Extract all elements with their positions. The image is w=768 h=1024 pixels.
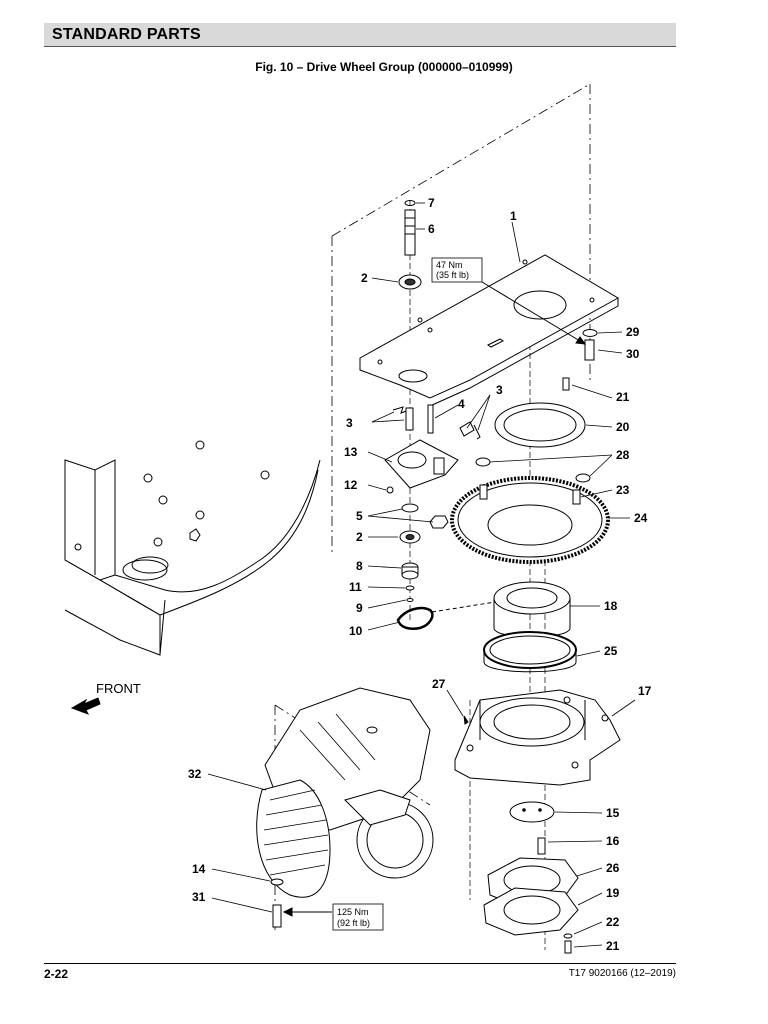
torque-box-lower	[332, 903, 384, 931]
leader-lines	[207, 202, 636, 948]
callout-8: 8	[356, 559, 363, 573]
part-21-screw-top	[562, 377, 570, 391]
part-1-mounting-plate	[359, 254, 620, 407]
callout-17: 17	[638, 684, 652, 698]
callout-16: 16	[606, 834, 620, 848]
torque-upper-line1: 47 Nm	[436, 260, 463, 270]
part-18-bearing	[493, 581, 571, 638]
callout-21-bottom: 21	[606, 939, 620, 953]
callout-2-top: 2	[361, 271, 368, 285]
part-3-4-springs	[392, 404, 481, 440]
part-25-seal-ring	[483, 631, 577, 673]
part-20-ring	[494, 402, 586, 448]
callout-3-left: 3	[346, 416, 353, 430]
callout-15: 15	[606, 806, 620, 820]
part-17-base-housing	[454, 689, 621, 786]
part-14-washer	[270, 878, 284, 886]
callout-14: 14	[192, 862, 206, 876]
callout-5: 5	[356, 509, 363, 523]
callout-30: 30	[626, 347, 640, 361]
part-24-gear-ring	[450, 476, 610, 564]
callout-21-top: 21	[616, 390, 630, 404]
part-16-screw	[537, 837, 546, 855]
part-13-housing	[384, 439, 459, 494]
callout-32: 32	[188, 767, 202, 781]
part-28-spacer-right	[575, 473, 591, 483]
part-5-cap	[401, 503, 449, 529]
chassis-frame	[64, 440, 321, 656]
footer-rule	[44, 963, 676, 964]
callout-22: 22	[606, 915, 620, 929]
callout-25: 25	[604, 644, 618, 658]
callout-12: 12	[344, 478, 358, 492]
callout-27: 27	[432, 677, 446, 691]
part-2-bearing-lower	[399, 530, 421, 544]
torque-lower-line2: (92 ft lb)	[337, 918, 370, 928]
part-32-drive-motor	[256, 687, 434, 898]
callout-13: 13	[344, 445, 358, 459]
callout-31: 31	[192, 890, 206, 904]
callout-28: 28	[616, 448, 630, 462]
torque-upper-line2: (35 ft lb)	[436, 270, 469, 280]
part-28-spacer-left	[475, 457, 491, 467]
callout-10: 10	[349, 624, 363, 638]
torque-arrows	[282, 281, 587, 917]
callout-18: 18	[604, 599, 618, 613]
part-21-screw-bottom	[564, 940, 572, 954]
callout-23: 23	[616, 483, 630, 497]
callout-29: 29	[626, 325, 640, 339]
callout-1: 1	[510, 209, 517, 223]
callout-numbers: 1 7 6 2 29 30 3 4 3 21 20 13 28 12 23 5 …	[188, 196, 652, 953]
part-15-disc	[509, 801, 555, 823]
section-title: STANDARD PARTS	[52, 26, 201, 43]
part-10-chain	[396, 601, 496, 630]
callout-19: 19	[606, 886, 620, 900]
part-22-washer	[563, 933, 573, 939]
callout-11: 11	[349, 580, 362, 594]
part-27-fitting	[463, 715, 469, 725]
part-6-shaft	[404, 200, 416, 256]
part-31-bolt	[272, 904, 282, 928]
torque-lower-line1: 125 Nm	[337, 907, 369, 917]
part-19-gasket	[483, 887, 579, 936]
callout-4: 4	[458, 397, 465, 411]
front-label: FRONT	[96, 681, 141, 696]
part-29-30-bolt	[582, 329, 598, 361]
chassis-nuts	[74, 440, 270, 551]
callout-6: 6	[428, 222, 435, 236]
part-9-ring	[406, 598, 414, 602]
figure-title: Fig. 10 – Drive Wheel Group (000000–0109…	[255, 60, 513, 74]
callout-2-lower: 2	[356, 530, 363, 544]
callout-3-right: 3	[496, 383, 503, 397]
callout-26: 26	[606, 861, 620, 875]
front-arrow	[70, 697, 101, 715]
callout-20: 20	[616, 420, 630, 434]
document-number: T17 9020166 (12–2019)	[568, 968, 676, 979]
part-2-bearing-top	[398, 274, 422, 290]
callout-24: 24	[634, 511, 648, 525]
part-8-sprocket	[401, 562, 419, 580]
callout-7: 7	[428, 196, 435, 210]
part-11-washer	[405, 585, 415, 591]
torque-box-upper	[431, 257, 483, 283]
callout-9: 9	[356, 601, 363, 615]
page-number: 2-22	[44, 967, 69, 981]
section-header: STANDARD PARTS	[44, 23, 676, 47]
